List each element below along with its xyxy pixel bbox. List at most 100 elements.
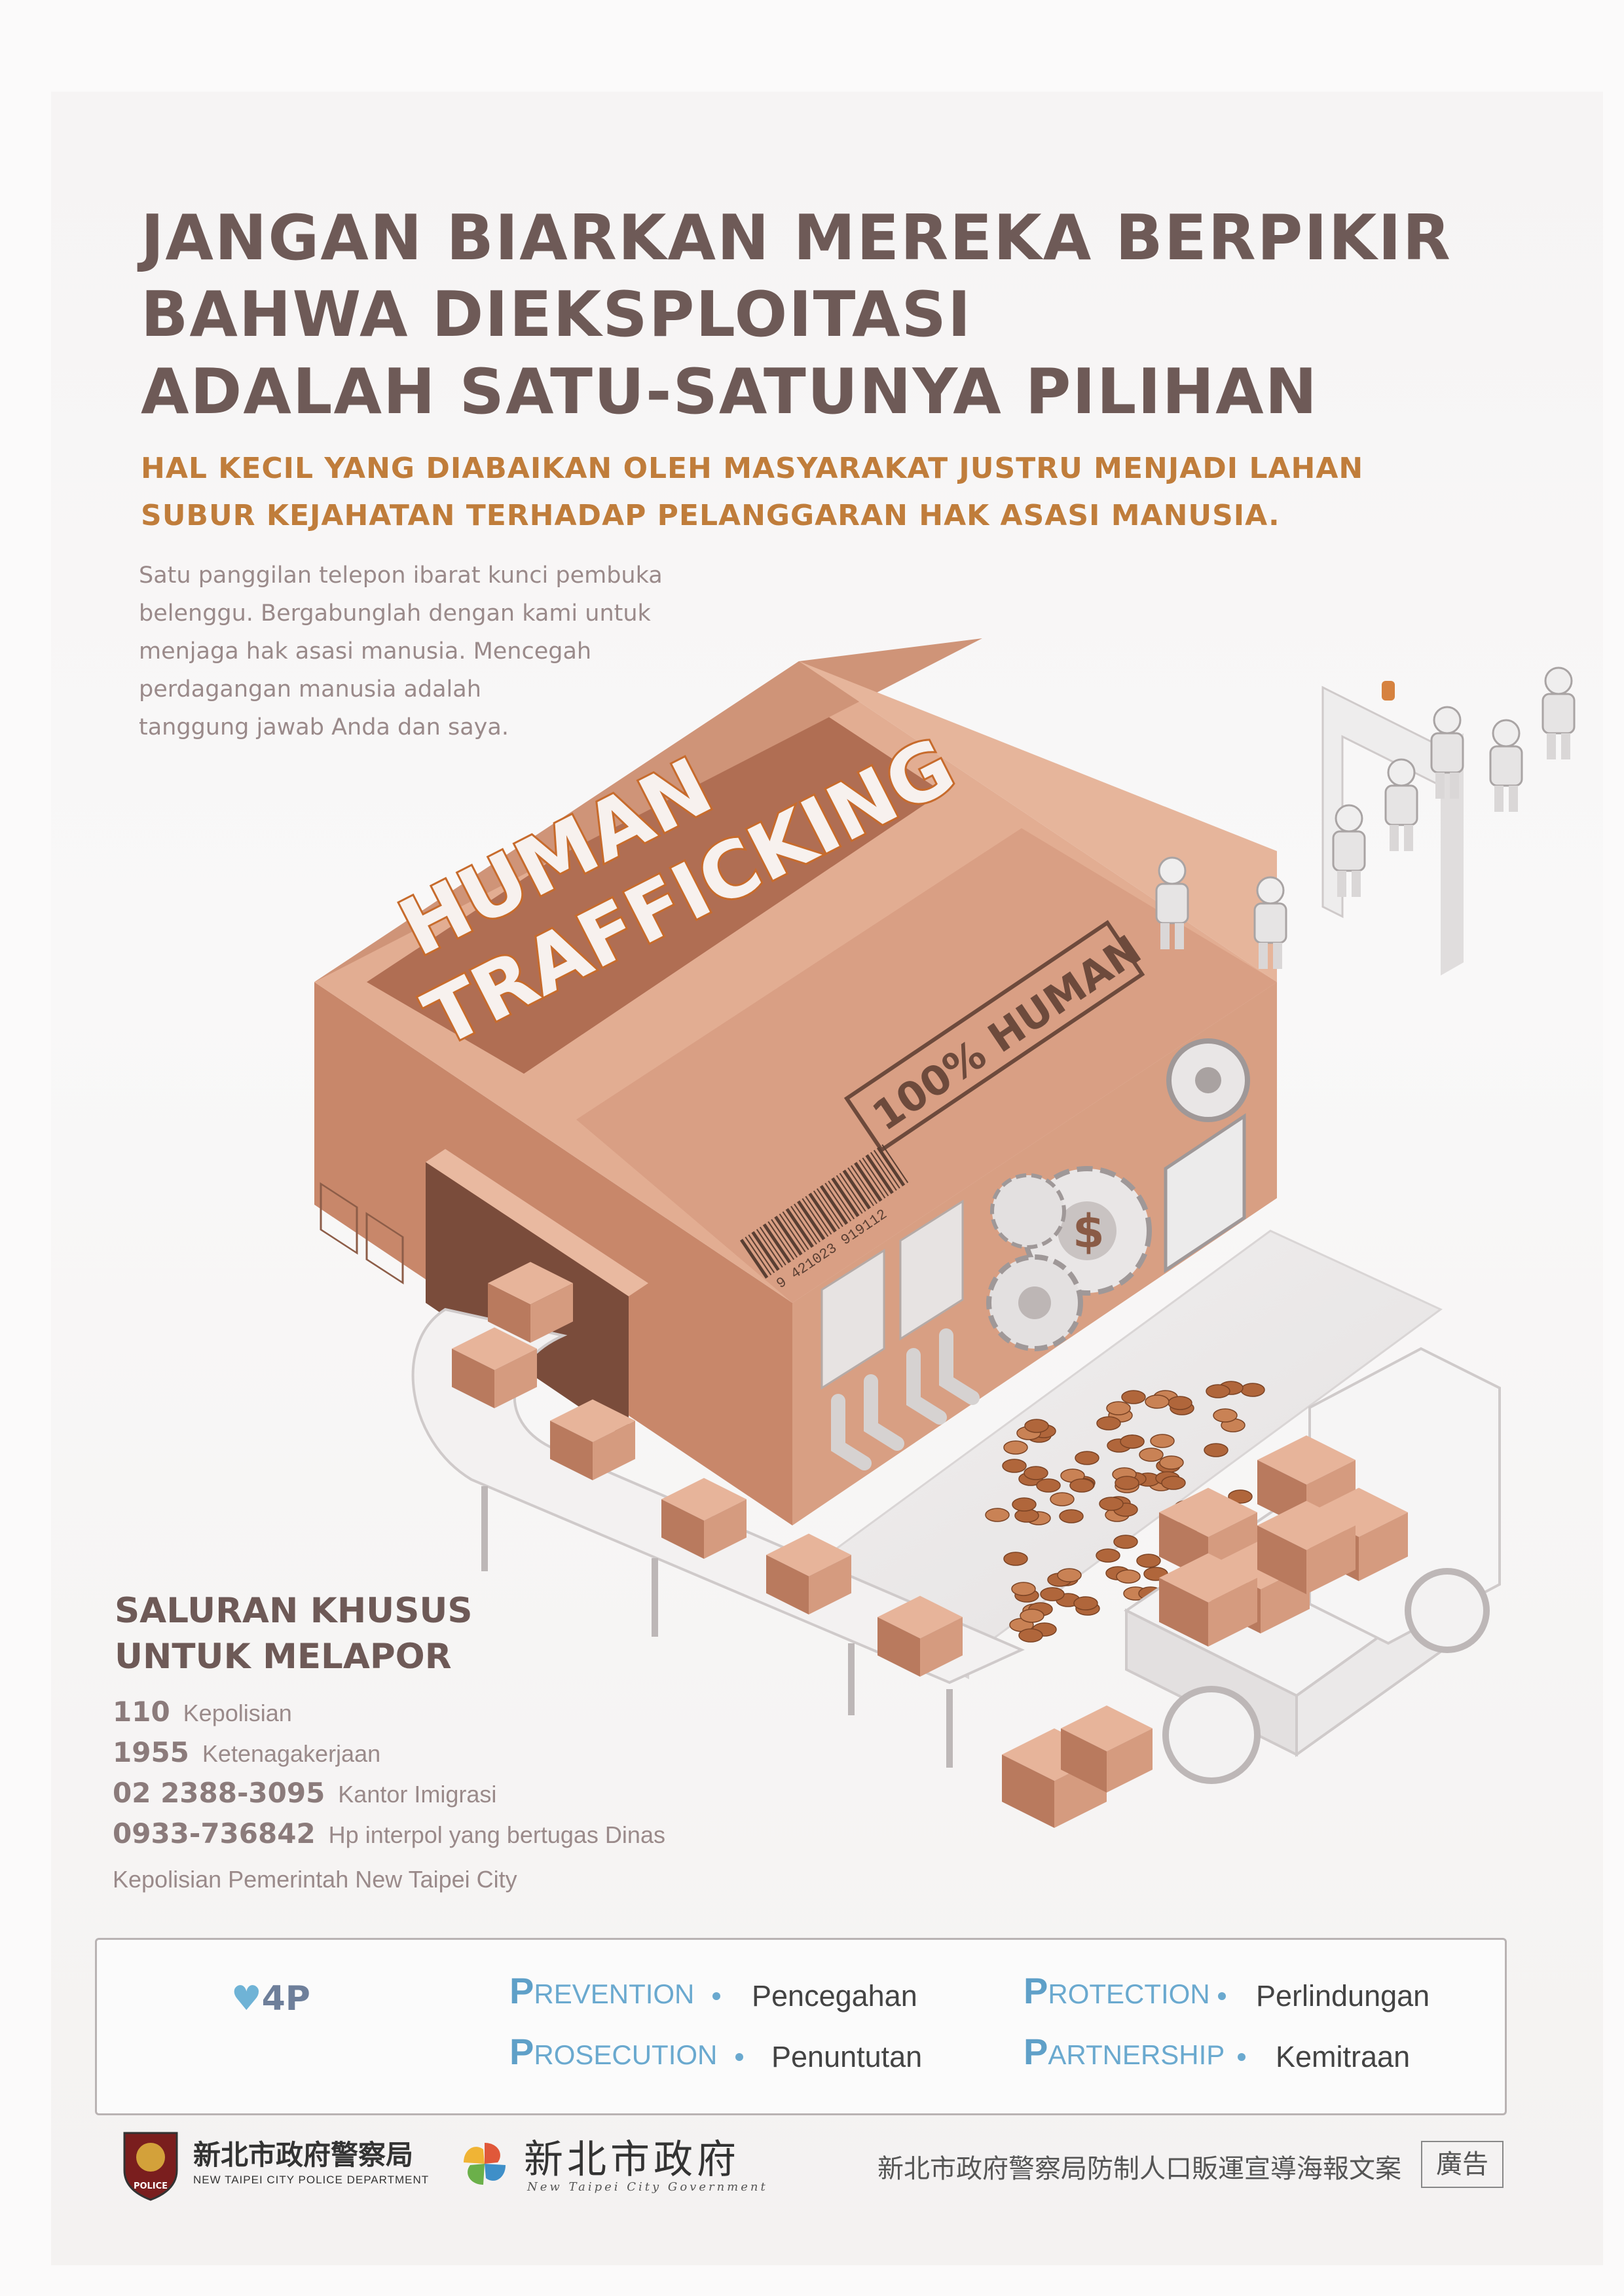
barcode-bar [774,1215,803,1256]
p4-term-prevention: PREVENTION [509,1969,694,2012]
coin [1213,1408,1238,1423]
barcode-bar [831,1177,860,1218]
coin [1161,1476,1186,1490]
hotline-number[interactable]: 1955 [113,1736,189,1768]
barcode-bar [756,1229,783,1268]
cardboard-box [1107,1728,1153,1793]
cardboard-box [766,1555,809,1614]
coin [1099,1497,1124,1511]
coin [1228,1489,1253,1504]
hotline-label: Kepolisian [183,1700,292,1726]
hotline-number[interactable]: 02 2388-3095 [113,1777,325,1809]
coin [1003,1552,1028,1566]
coin [1018,1628,1043,1643]
fan-icon [1166,1038,1250,1122]
cardboard-box [1257,1525,1306,1594]
coin [1159,1455,1184,1470]
small-boxes [452,1262,1153,1828]
cardboard-box [530,1283,573,1343]
coin [1096,1416,1121,1430]
barcode-bar [865,1154,894,1194]
coin [1003,1440,1028,1455]
coin [1040,1587,1065,1601]
p4-term-protection: PROTECTION [1024,1969,1210,2012]
tunnel-frame [426,1149,648,1296]
barcode-bar [862,1157,889,1197]
person-figure [1384,758,1418,851]
coin [1036,1478,1061,1493]
cardboard-box [488,1283,530,1343]
hotline-label: Ketenagakerjaan [202,1740,381,1767]
coin [1106,1401,1131,1415]
police-dept-name: 新北市政府警察局 [193,2139,414,2171]
svg-text:$: $ [1073,1205,1105,1258]
barcode-bar [836,1175,863,1214]
p4-translation: Pencegahan [752,1979,917,2013]
cardboard-box [1061,1728,1107,1793]
bullet-dot [1218,1992,1226,2000]
barcode-bar [828,1180,855,1220]
p4-term-rest: ROSECUTION [534,2039,718,2070]
police-dept-name-en: NEW TAIPEI CITY POLICE DEPARTMENT [193,2174,430,2186]
p4-term-rest: ROTECTION [1048,1978,1210,2009]
poster-campaign-caption: 新北市政府警察局防制人口販運宣導海報文案 [877,2154,1401,2184]
subheadline-line-1: HAL KECIL YANG DIABAIKAN OLEH MASYARAKAT… [141,452,1364,485]
hotline-number[interactable]: 0933-736842 [113,1817,316,1850]
four-p-box: ♥4P PREVENTION Pencegahan PROTECTION Per… [95,1938,1507,2115]
coin [1204,1443,1228,1457]
p4-term-partnership: PARTNERSHIP [1024,2030,1225,2073]
coin [1057,1568,1082,1582]
p4-translation: Perlindungan [1256,1979,1430,2013]
cardboard-box [1208,1578,1257,1647]
p4-translation: Kemitraan [1276,2040,1411,2073]
coin [1240,1383,1265,1397]
box-opening [367,697,943,1074]
person-figure [1332,804,1366,897]
advertisement-badge: 廣告 [1421,2141,1504,2188]
p4-term-cap: P [1024,1970,1048,2011]
control-panel-1 [821,1248,885,1390]
barcode-bar [785,1208,814,1248]
coin [1136,1554,1161,1568]
cardboard-box [920,1617,963,1677]
barcode-bar [802,1198,829,1237]
barcode-bar [740,1239,769,1279]
barcode-bar [847,1167,874,1207]
gear-icon [986,1254,1083,1351]
coin [1116,1569,1141,1584]
coin [1011,1582,1036,1596]
hotline-number[interactable]: 110 [113,1696,170,1728]
cardboard-box [877,1617,920,1677]
hotline-item: 02 2388-3095 Kantor Imigrasi [113,1777,496,1809]
p4-term-cap: P [1024,2031,1048,2072]
hotline-label: Kantor Imigrasi [338,1781,497,1808]
barcode-bar [805,1195,832,1235]
four-p-logo: ♥4P [231,1979,310,2018]
bullet-dot [735,2053,743,2061]
recycle-icon [320,1182,358,1255]
bullet-dot [1238,2053,1246,2061]
coin [1139,1448,1164,1462]
coin [1002,1459,1027,1473]
barcode-bar [762,1223,792,1264]
vent-grille [1164,1113,1246,1273]
coin [1120,1434,1145,1449]
coin [1059,1509,1084,1523]
body-line: belenggu. Bergabunglah dengan kami untuk [139,600,651,627]
four-p-logo-text: 4P [261,1979,310,2018]
body-paragraph: Satu panggilan telepon ibarat kunci pemb… [139,556,728,746]
coin [1121,1390,1146,1404]
body-line: Satu panggilan telepon ibarat kunci pemb… [139,562,663,589]
p4-translation: Penuntutan [771,2040,923,2073]
heart-icon: ♥ [231,1979,262,2018]
hotline-label: Hp interpol yang bertugas Dinas [328,1821,665,1848]
cardboard-box [452,1349,494,1408]
conveyor-legs [481,1486,953,1768]
barcode-bar [745,1236,772,1275]
police-badge-text: POLICE [134,2181,168,2191]
barcode-bar [842,1169,871,1210]
p4-term-rest: ARTNERSHIP [1048,2039,1225,2070]
coin [1075,1451,1099,1465]
people-figures [1155,666,1576,969]
barcode-bar [870,1152,897,1191]
